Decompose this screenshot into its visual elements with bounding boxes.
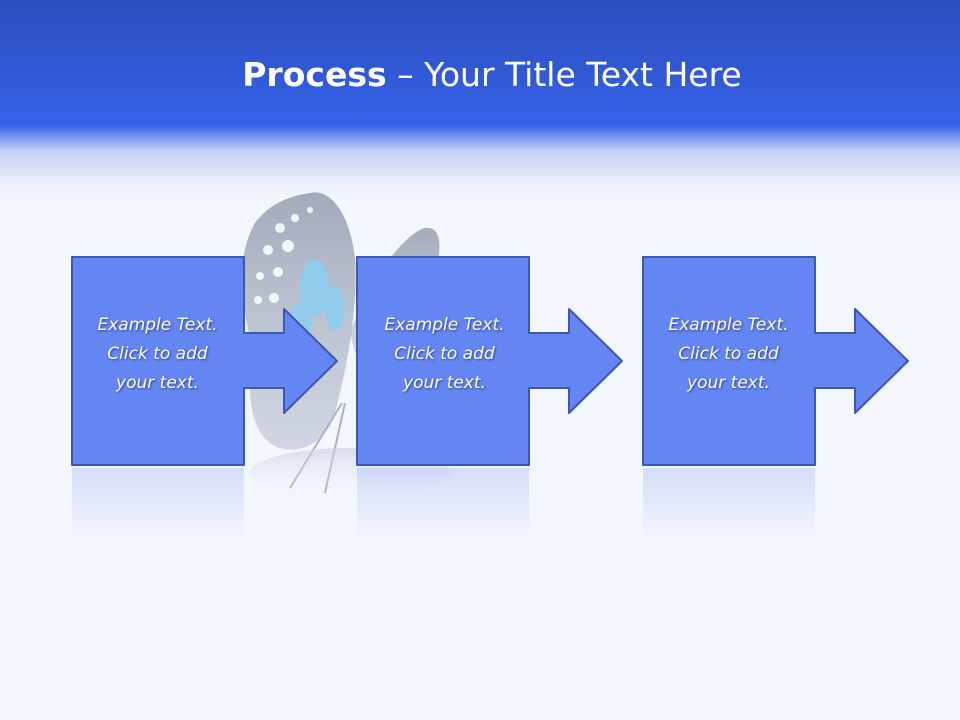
step-2-text[interactable]: Example Text. Click to add your text. — [357, 311, 532, 398]
slide-title[interactable]: Process – Your Title Text Here — [0, 52, 960, 98]
step-3-text[interactable]: Example Text. Click to add your text. — [641, 311, 816, 398]
step-3-arrow-box[interactable] — [642, 256, 909, 466]
title-rest-part: – Your Title Text Here — [386, 55, 742, 94]
step-2-line-1: Example Text. — [384, 315, 505, 335]
header-band — [0, 0, 960, 200]
step-1-line-1: Example Text. — [97, 315, 218, 335]
step-3-line-3: your text. — [687, 373, 770, 393]
step-3-reflection — [643, 468, 815, 540]
title-bold-part: Process — [242, 55, 387, 94]
step-2-reflection — [357, 468, 529, 540]
step-2-arrow-box[interactable] — [356, 256, 623, 466]
step-2-line-2: Click to add — [394, 344, 495, 364]
step-3-line-2: Click to add — [678, 344, 779, 364]
step-1-reflection — [72, 468, 244, 540]
step-1-text[interactable]: Example Text. Click to add your text. — [70, 311, 245, 398]
step-1-line-2: Click to add — [107, 344, 208, 364]
step-2-line-3: your text. — [403, 373, 486, 393]
step-1-arrow-box[interactable] — [71, 256, 338, 466]
step-3-line-1: Example Text. — [668, 315, 789, 335]
step-1-line-3: your text. — [116, 373, 199, 393]
